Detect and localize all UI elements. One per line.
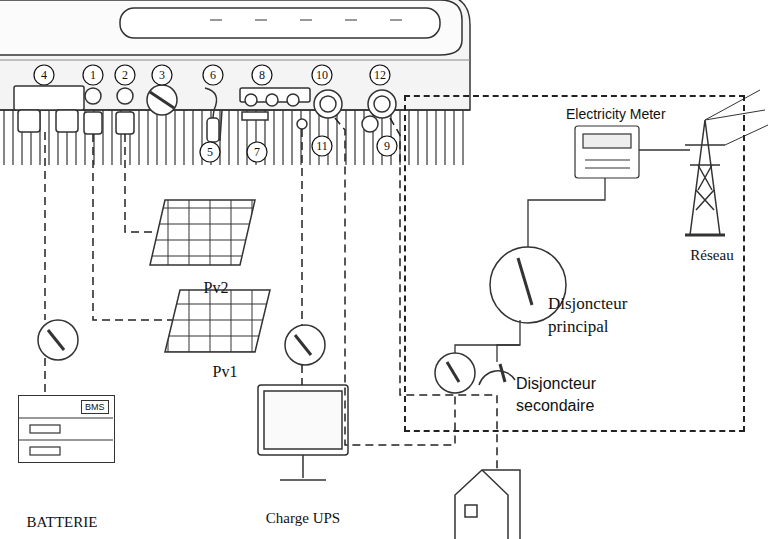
callout-circle xyxy=(115,65,135,85)
heat-fin xyxy=(282,110,283,165)
ups-monitor xyxy=(258,385,348,480)
house xyxy=(455,470,520,539)
heat-fin xyxy=(309,110,310,165)
heat-fin xyxy=(426,110,427,165)
heat-fin xyxy=(12,110,13,165)
part-label: BATTERIE xyxy=(27,515,98,530)
callout-circle xyxy=(247,142,267,162)
callout-number: 12 xyxy=(374,69,386,81)
callout-circle xyxy=(203,65,223,85)
part-label: Charge UPS xyxy=(266,511,340,526)
heat-fin xyxy=(435,110,436,165)
callout-circle xyxy=(312,136,332,156)
heat-fin xyxy=(444,110,445,165)
heat-fin xyxy=(462,110,463,165)
heat-fin xyxy=(237,110,238,165)
breaker-label: Disjoncteur secondaire xyxy=(516,373,626,416)
heat-fin xyxy=(408,110,409,165)
callout-number: 6 xyxy=(210,69,216,81)
part-label: Pv2 xyxy=(204,280,229,296)
callout-number: 5 xyxy=(207,146,213,158)
electricity-meter xyxy=(575,126,639,178)
callout-number: 9 xyxy=(384,140,390,152)
heat-fin xyxy=(192,110,193,165)
heat-fin xyxy=(3,110,4,165)
heat-fin xyxy=(354,110,355,165)
heat-fin xyxy=(138,110,139,165)
callout-number: 1 xyxy=(90,69,96,81)
wires xyxy=(45,118,497,470)
callout-number: 10 xyxy=(316,69,328,81)
callout-number: 11 xyxy=(316,140,328,152)
bms-label: BMS xyxy=(81,400,109,414)
heat-fin xyxy=(336,110,337,165)
callout-circle xyxy=(312,65,332,85)
heat-fin xyxy=(183,110,184,165)
inverter xyxy=(0,0,470,165)
breaker-label: Disjoncteur principal xyxy=(548,293,643,339)
callout-circle xyxy=(370,65,390,85)
heat-fin xyxy=(111,110,112,165)
distribution-region: Electricity MeterDisjoncteur principalDi… xyxy=(404,95,745,432)
callout-number: 7 xyxy=(254,146,260,158)
callout-circle xyxy=(83,65,103,85)
solid-wires xyxy=(455,150,690,362)
callout-number: 2 xyxy=(122,69,128,81)
grid-tower xyxy=(685,90,768,235)
callout-number: 4 xyxy=(41,69,47,81)
heat-fin xyxy=(453,110,454,165)
heat-fin xyxy=(228,110,229,165)
callout-number: 8 xyxy=(259,69,265,81)
part-label: Pv1 xyxy=(213,364,238,380)
heat-fin xyxy=(156,110,157,165)
heat-fin xyxy=(273,110,274,165)
pv-panels xyxy=(150,200,270,352)
heat-fin xyxy=(174,110,175,165)
meter-label: Electricity Meter xyxy=(566,105,666,124)
heat-fin xyxy=(48,110,49,165)
heat-fin xyxy=(165,110,166,165)
battery-box: BMS xyxy=(18,395,115,463)
callout-circle xyxy=(252,65,272,85)
callout-number: 3 xyxy=(159,69,165,81)
heat-fin xyxy=(291,110,292,165)
heat-fin xyxy=(417,110,418,165)
callout-circle xyxy=(152,65,172,85)
battery-body xyxy=(18,418,113,455)
part-label: Réseau xyxy=(690,248,733,263)
heat-fin xyxy=(147,110,148,165)
callout-circle xyxy=(34,65,54,85)
callout-circle xyxy=(200,142,220,162)
callout-circles xyxy=(34,65,397,162)
callout-circle xyxy=(377,136,397,156)
